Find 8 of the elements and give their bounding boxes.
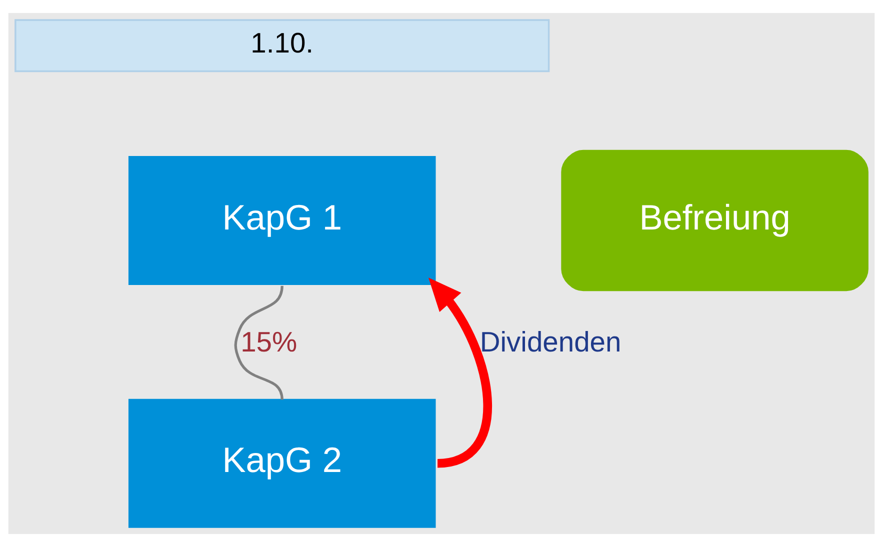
node-box: KapG 2 — [128, 398, 436, 528]
connector — [234, 285, 284, 400]
edge-label: 15% — [240, 325, 298, 358]
arrow — [428, 277, 492, 468]
node-box: 1.10. — [14, 18, 550, 72]
edge-label: Dividenden — [480, 325, 622, 358]
node-box: Befreiung — [561, 149, 868, 291]
node-box: KapG 1 — [128, 156, 436, 284]
